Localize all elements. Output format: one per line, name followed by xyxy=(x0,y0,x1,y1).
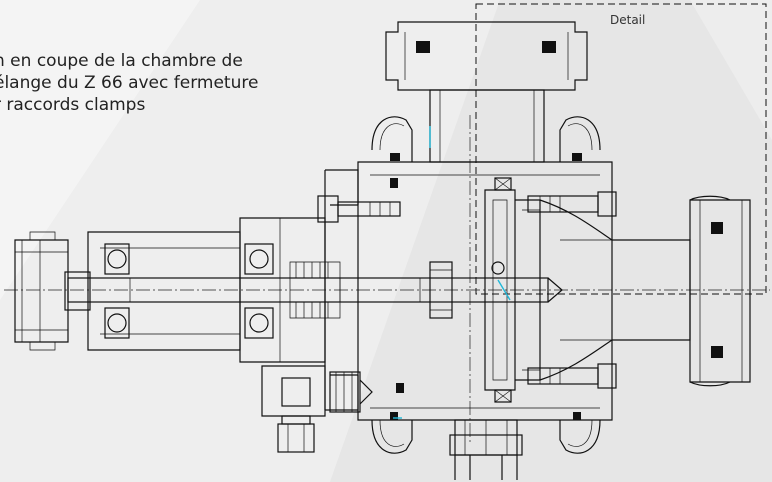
right-inlet-connection xyxy=(539,195,751,387)
bolt-right-lower xyxy=(527,363,617,389)
mixing-chamber-body xyxy=(324,161,613,421)
center-axis xyxy=(4,115,770,445)
bolt-right-upper xyxy=(527,191,617,217)
top-clamp-connection xyxy=(371,21,601,163)
caption-line-1: n en coupe de la chambre de xyxy=(0,51,243,71)
caption-line-2: élange du Z 66 avec fermeture xyxy=(0,73,259,93)
drive-shaft xyxy=(67,261,563,319)
bolts xyxy=(317,191,617,389)
bottom-clamp-connection xyxy=(371,412,601,480)
drawing-caption: n en coupe de la chambre de élange du Z … xyxy=(0,50,258,116)
bolt-left-upper xyxy=(317,195,401,223)
caption-line-3: r raccords clamps xyxy=(0,95,146,115)
detail-frame: Detail xyxy=(475,3,767,295)
coupling-nut xyxy=(14,231,130,351)
drive-housing xyxy=(87,217,326,363)
detail-label: Detail xyxy=(610,13,645,27)
outlet-fitting xyxy=(261,365,373,453)
